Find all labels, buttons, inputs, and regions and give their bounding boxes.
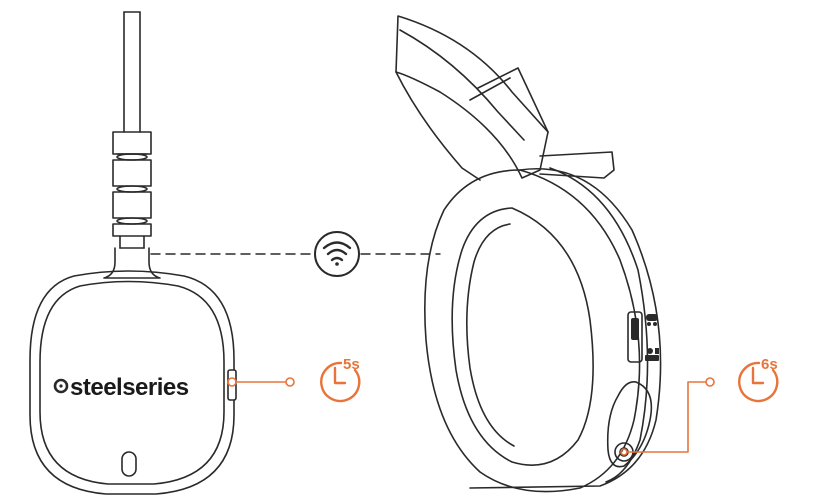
headset-mode-switch[interactable]	[627, 311, 643, 363]
contact-card-icon	[645, 348, 659, 361]
wireless-transmitter	[29, 11, 237, 495]
headset-ear-cushion	[424, 169, 641, 493]
transmitter-cable	[123, 11, 141, 133]
headset-control-recess	[606, 380, 653, 468]
headset-slider	[539, 151, 615, 179]
headset	[395, 15, 662, 493]
gamepad-icon	[646, 314, 658, 326]
wifi-icon	[314, 231, 360, 277]
cable-strain-relief	[112, 131, 152, 249]
transmitter-body	[29, 270, 235, 495]
brand-logo-text: steelseries	[70, 374, 189, 401]
headset-hold-time: 6s	[761, 356, 778, 373]
transmitter-neck	[103, 247, 161, 279]
transmitter-pair-button[interactable]	[227, 369, 237, 401]
headset-cushion-opening	[451, 207, 594, 466]
headset-headband	[395, 15, 549, 179]
timer-icon	[738, 361, 779, 403]
transmitter-button-callout	[227, 377, 295, 387]
timer-icon	[320, 361, 361, 403]
transmitter-face	[39, 280, 225, 485]
transmitter-hold-time: 5s	[343, 356, 360, 373]
transmitter-led-slot	[121, 451, 137, 477]
steelseries-logo-icon	[53, 378, 69, 394]
headset-button-callout	[620, 377, 715, 456]
